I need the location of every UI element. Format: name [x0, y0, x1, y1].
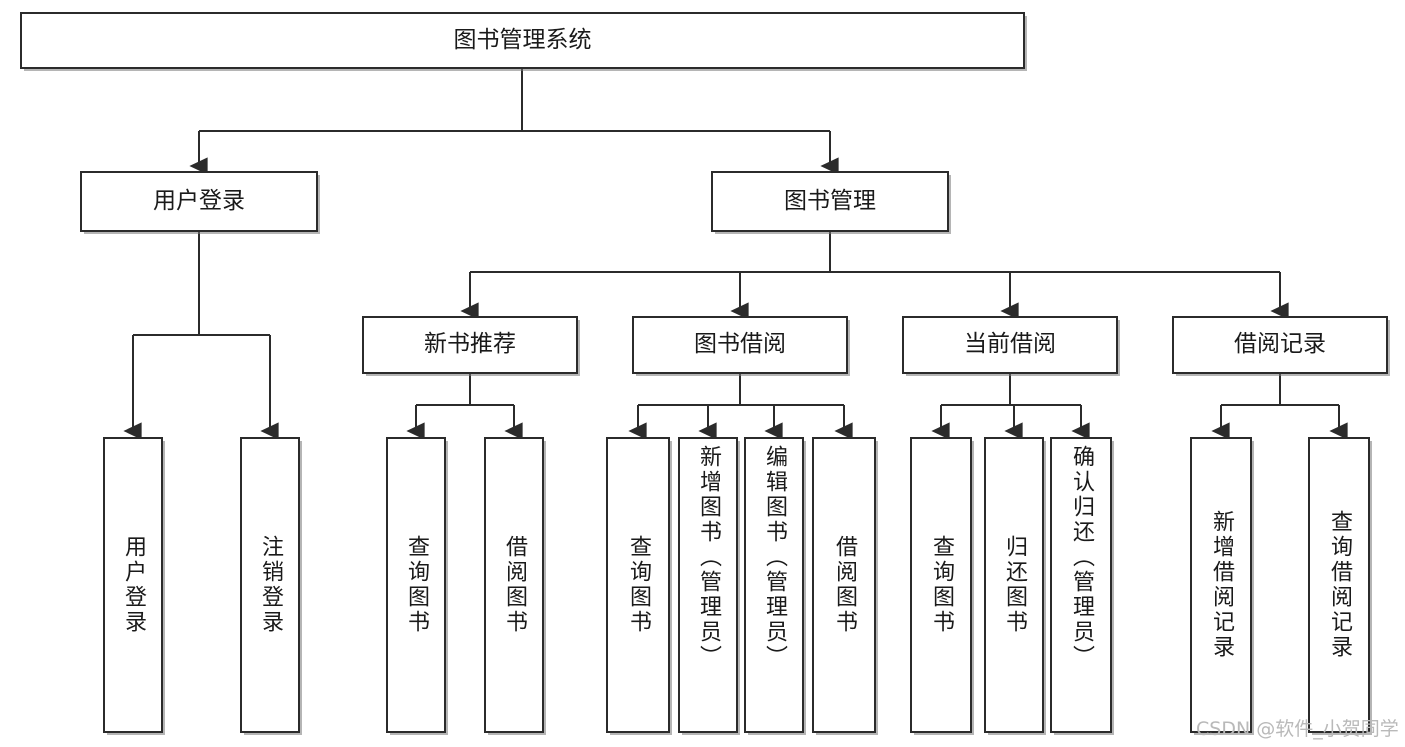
node-user-login-label: 用户登录	[153, 187, 245, 214]
leaf-borrow-books-new[interactable]: 借阅图书	[484, 437, 544, 733]
node-book-borrow[interactable]: 图书借阅	[632, 316, 848, 374]
node-book-management[interactable]: 图书管理	[711, 171, 949, 232]
leaf-confirm-return-admin-label: 确认归还（管理员）	[1069, 445, 1094, 670]
node-book-borrow-label: 图书借阅	[694, 331, 786, 358]
leaf-add-book-admin-label: 新增图书（管理员）	[696, 445, 721, 670]
leaf-query-books-borrow-label: 查询图书	[626, 535, 651, 635]
leaf-query-books-new-label: 查询图书	[404, 535, 429, 635]
leaf-add-book-admin[interactable]: 新增图书（管理员）	[678, 437, 738, 733]
leaf-query-borrow-record[interactable]: 查询借阅记录	[1308, 437, 1370, 733]
leaf-user-login[interactable]: 用户登录	[103, 437, 163, 733]
leaf-edit-book-admin-label: 编辑图书（管理员）	[762, 445, 787, 670]
node-borrow-records-label: 借阅记录	[1234, 331, 1326, 358]
leaf-return-book-label: 归还图书	[1002, 535, 1027, 635]
leaf-query-books-new[interactable]: 查询图书	[386, 437, 446, 733]
leaf-query-books-current[interactable]: 查询图书	[910, 437, 972, 733]
node-new-book-recommend-label: 新书推荐	[424, 331, 516, 358]
leaf-add-borrow-record[interactable]: 新增借阅记录	[1190, 437, 1252, 733]
leaf-logout-label: 注销登录	[258, 535, 283, 635]
leaf-user-login-label: 用户登录	[121, 535, 146, 635]
node-user-login[interactable]: 用户登录	[80, 171, 318, 232]
leaf-query-books-borrow[interactable]: 查询图书	[606, 437, 670, 733]
leaf-borrow-book[interactable]: 借阅图书	[812, 437, 876, 733]
node-current-borrow-label: 当前借阅	[964, 331, 1056, 358]
leaf-confirm-return-admin[interactable]: 确认归还（管理员）	[1050, 437, 1112, 733]
node-borrow-records[interactable]: 借阅记录	[1172, 316, 1388, 374]
leaf-query-borrow-record-label: 查询借阅记录	[1327, 510, 1352, 660]
node-current-borrow[interactable]: 当前借阅	[902, 316, 1118, 374]
leaf-return-book[interactable]: 归还图书	[984, 437, 1044, 733]
node-book-management-label: 图书管理	[784, 187, 876, 214]
leaf-borrow-books-new-label: 借阅图书	[502, 535, 527, 635]
leaf-add-borrow-record-label: 新增借阅记录	[1209, 510, 1234, 660]
leaf-edit-book-admin[interactable]: 编辑图书（管理员）	[744, 437, 804, 733]
node-new-book-recommend[interactable]: 新书推荐	[362, 316, 578, 374]
node-root[interactable]: 图书管理系统	[20, 12, 1025, 69]
leaf-borrow-book-label: 借阅图书	[832, 535, 857, 635]
node-root-label: 图书管理系统	[453, 26, 592, 53]
leaf-query-books-current-label: 查询图书	[929, 535, 954, 635]
watermark: CSDN @软件_小贺同学	[1196, 718, 1399, 740]
leaf-logout[interactable]: 注销登录	[240, 437, 300, 733]
